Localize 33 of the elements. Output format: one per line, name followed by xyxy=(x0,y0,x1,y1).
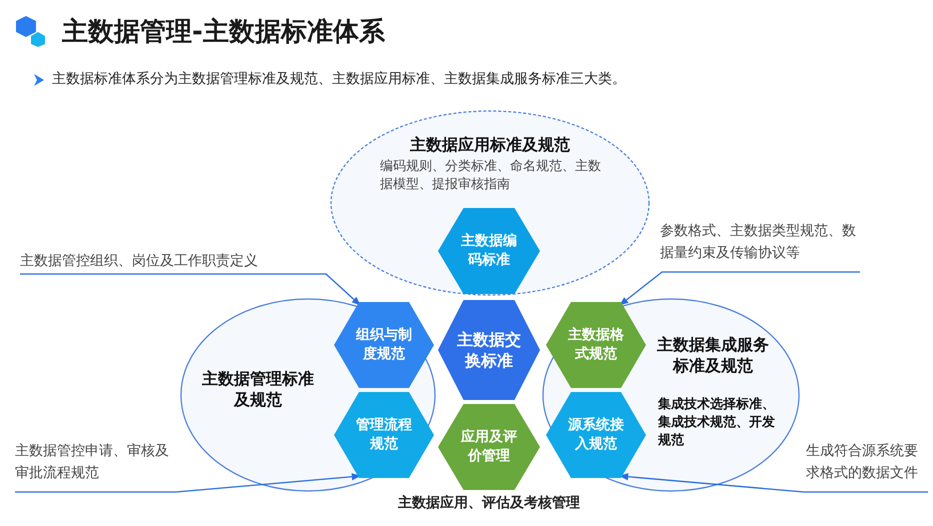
hexagon-label: 主数据格式规范 xyxy=(567,326,625,364)
leader-line xyxy=(15,473,361,493)
hexagon-label: 主数据交换标准 xyxy=(456,329,522,371)
hexagon-label: 源系统接入规范 xyxy=(567,416,625,454)
category-ellipse xyxy=(542,298,800,492)
category-ellipse xyxy=(330,110,650,296)
annotation-text: 主数据管控组织、岗位及工作职责定义 xyxy=(20,250,320,274)
leader-line xyxy=(20,273,361,306)
hexagon xyxy=(546,302,646,388)
hexagon xyxy=(438,300,540,400)
hexagon-label: 管理流程规范 xyxy=(355,416,413,454)
annotation-text: 生成符合源系统要求格式的数据文件 xyxy=(806,440,928,492)
category-ellipse xyxy=(180,298,436,492)
hexagon xyxy=(334,392,434,478)
hexagon-label: 应用及评价管理 xyxy=(460,428,518,466)
hexagon-caption: 主数据应用、评估及考核管理 xyxy=(397,494,581,512)
hexagon-label: 主数据编码标准 xyxy=(460,232,518,270)
hexagon xyxy=(438,208,540,294)
hexagon xyxy=(438,404,540,490)
annotation-text: 参数格式、主数据类型规范、数据量约束及传输协议等 xyxy=(660,220,860,272)
page-title: 主数据管理-主数据标准体系 xyxy=(62,16,385,49)
category-description: 编码规则、分类标准、命名规范、主数据模型、提报审核指南 xyxy=(380,158,602,194)
subtitle-text: 主数据标准体系分为主数据管理标准及规范、主数据应用标准、主数据集成服务标准三大类。 xyxy=(52,70,626,88)
annotation-text: 主数据管控申请、审核及审批流程规范 xyxy=(15,440,173,492)
category-title: 主数据管理标准及规范 xyxy=(201,368,315,410)
category-description: 集成技术选择标准、集成技术规范、开发规范 xyxy=(658,396,776,450)
hexagon-label: 组织与制度规范 xyxy=(354,326,413,364)
hexagon xyxy=(546,392,646,478)
category-title: 主数据集成服务标准及规范 xyxy=(656,334,770,376)
category-title: 主数据应用标准及规范 xyxy=(409,134,571,155)
leader-line xyxy=(619,473,928,493)
hexagon xyxy=(334,302,434,388)
leader-line xyxy=(619,271,860,306)
